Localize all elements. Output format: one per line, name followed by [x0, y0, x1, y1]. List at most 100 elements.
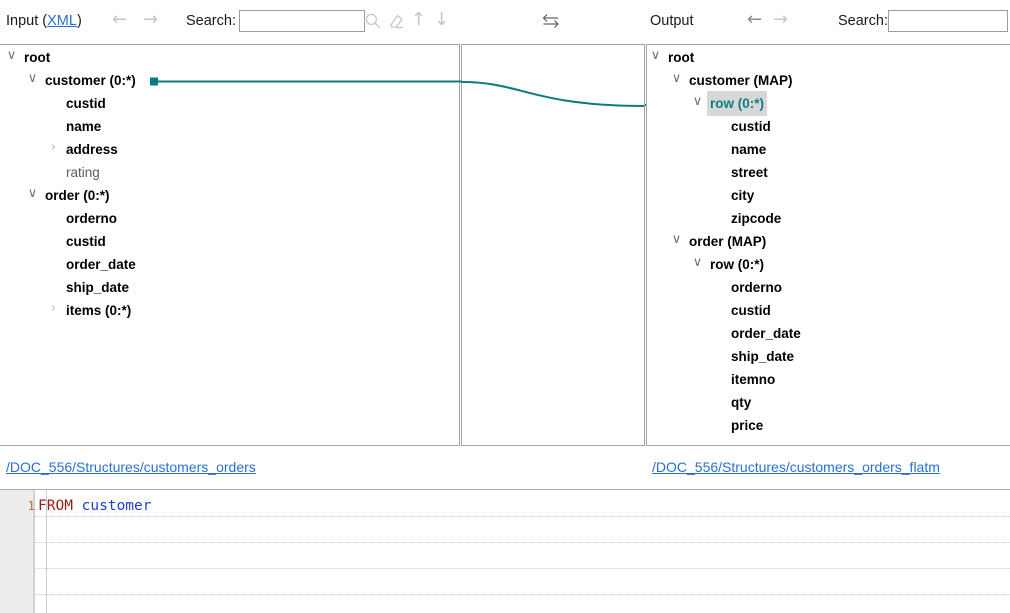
tree-node-label[interactable]: itemno	[731, 372, 776, 387]
tree-node-label[interactable]: street	[731, 165, 768, 180]
input-document-path-link[interactable]: /DOC_556/Structures/customers_orders	[6, 459, 256, 475]
output-panel-title: Output	[650, 13, 694, 29]
output-document-path-link[interactable]: /DOC_556/Structures/customers_orders_fla…	[652, 459, 940, 475]
tree-node-label[interactable]: zipcode	[731, 211, 782, 226]
tree-node[interactable]: name	[647, 137, 1010, 160]
tree-node[interactable]: itemno	[647, 367, 1010, 390]
tree-node[interactable]: ∨ customer (MAP)	[647, 68, 1010, 91]
input-search-prev-button[interactable]: ↑	[411, 9, 427, 30]
input-search-next-button[interactable]: ↓	[434, 9, 450, 30]
editor-text-area[interactable]: 1 FROM customer	[27, 490, 1010, 613]
tree-node[interactable]: ∨ root	[647, 45, 1010, 68]
chevron-down-icon[interactable]: ∨	[27, 71, 38, 86]
mapping-connector-svg	[462, 81, 645, 107]
editor-code-line: FROM customer	[38, 498, 152, 514]
tree-node[interactable]: rating	[0, 160, 459, 183]
tree-node[interactable]: zipcode	[647, 206, 1010, 229]
input-search-input[interactable]	[239, 10, 365, 32]
tree-node[interactable]: custid	[647, 298, 1010, 321]
chevron-down-icon[interactable]: ∨	[650, 48, 661, 63]
tree-node[interactable]: custid	[0, 91, 459, 114]
tree-node-label[interactable]: ship_date	[66, 280, 130, 295]
tree-node[interactable]: street	[647, 160, 1010, 183]
tree-node[interactable]: city	[647, 183, 1010, 206]
tree-node-label[interactable]: order_date	[731, 326, 801, 341]
editor-line-number: 1	[27, 498, 35, 513]
tree-node[interactable]: › address	[0, 137, 459, 160]
input-format-link[interactable]: XML	[47, 13, 77, 29]
output-search-input[interactable]	[888, 10, 1008, 32]
code-space	[73, 498, 82, 514]
tree-node-label[interactable]: order_date	[66, 257, 136, 272]
input-back-button[interactable]: ←	[112, 9, 128, 30]
editor-guide-line	[35, 542, 1010, 543]
tree-node[interactable]: ∨ order (0:*)	[0, 183, 459, 206]
tree-node-label[interactable]: custid	[66, 234, 106, 249]
tree-node[interactable]: orderno	[0, 206, 459, 229]
input-label-text: Input (	[6, 13, 48, 29]
tree-node[interactable]: order_date	[647, 321, 1010, 344]
chevron-right-icon[interactable]: ›	[50, 140, 57, 155]
mapping-canvas-panel[interactable]	[461, 44, 645, 446]
tree-node[interactable]: ∨ row (0:*)	[647, 252, 1010, 275]
output-forward-button[interactable]: →	[773, 9, 789, 30]
tree-node-label[interactable]: orderno	[731, 280, 783, 295]
tree-node-label[interactable]: root	[24, 50, 51, 65]
tree-node-label[interactable]: price	[731, 418, 764, 433]
tree-node-label[interactable]: customer (0:*)	[45, 73, 136, 88]
output-back-button[interactable]: ←	[747, 9, 763, 30]
tree-node-label[interactable]: rating	[66, 165, 100, 180]
chevron-down-icon[interactable]: ∨	[27, 186, 38, 201]
tree-node-label[interactable]: name	[66, 119, 102, 134]
input-panel-title: Input (XML)	[6, 13, 82, 29]
tree-node[interactable]: order_date	[0, 252, 459, 275]
editor-gutter	[0, 490, 34, 613]
tree-node-label[interactable]: custid	[66, 96, 106, 111]
tree-node-label[interactable]: name	[731, 142, 767, 157]
tree-node-label[interactable]: city	[731, 188, 755, 203]
output-schema-panel[interactable]: ∨ root ∨ customer (MAP) ∨ row (0:*) custid name…	[646, 44, 1010, 446]
query-code-editor[interactable]: 1 FROM customer	[0, 490, 1010, 613]
tree-node-label[interactable]: address	[66, 142, 118, 157]
toolbar: Input (XML) ← → Search: ↑ ↓ Output ←	[0, 0, 1010, 44]
input-search-go-icon[interactable]	[364, 12, 382, 30]
tree-node-label[interactable]: row (0:*)	[710, 257, 764, 272]
mapping-connector-curve[interactable]	[462, 81, 645, 107]
tree-node-label[interactable]: customer (MAP)	[689, 73, 793, 88]
input-forward-button[interactable]: →	[143, 9, 159, 30]
tree-node[interactable]: ship_date	[647, 344, 1010, 367]
tree-node[interactable]: ∨ root	[0, 45, 459, 68]
tree-node-label[interactable]: items (0:*)	[66, 303, 132, 318]
tree-node[interactable]: qty	[647, 390, 1010, 413]
tree-node[interactable]: ∨ customer (0:*)	[0, 68, 459, 91]
tree-node-label[interactable]: ship_date	[731, 349, 795, 364]
swap-sides-icon[interactable]	[540, 10, 562, 37]
chevron-down-icon[interactable]: ∨	[6, 48, 17, 63]
chevron-right-icon[interactable]: ›	[50, 301, 57, 316]
chevron-down-icon[interactable]: ∨	[671, 71, 682, 86]
tree-node[interactable]: › items (0:*)	[0, 298, 459, 321]
input-search-clear-icon[interactable]	[387, 12, 405, 30]
chevron-down-icon[interactable]: ∨	[692, 255, 703, 270]
input-schema-panel[interactable]: ∨ root ∨ customer (0:*) custid name › address ra…	[0, 44, 460, 446]
output-search-label: Search:	[838, 13, 888, 29]
tree-node[interactable]: name	[0, 114, 459, 137]
tree-node[interactable]: price	[647, 413, 1010, 436]
chevron-down-icon[interactable]: ∨	[692, 94, 703, 109]
tree-node[interactable]: ∨ row (0:*)	[647, 91, 1010, 116]
tree-node[interactable]: ∨ order (MAP)	[647, 229, 1010, 252]
tree-node[interactable]: custid	[0, 229, 459, 252]
tree-node-label[interactable]: custid	[731, 303, 771, 318]
tree-node-label[interactable]: qty	[731, 395, 752, 410]
tree-node-label[interactable]: custid	[731, 119, 771, 134]
tree-node[interactable]: custid	[647, 114, 1010, 137]
tree-node[interactable]: ship_date	[0, 275, 459, 298]
tree-node-label[interactable]: root	[668, 50, 695, 65]
tree-node[interactable]: orderno	[647, 275, 1010, 298]
tree-node-label[interactable]: row (0:*)	[707, 91, 767, 116]
editor-guide-line	[35, 568, 1010, 569]
tree-node-label[interactable]: order (MAP)	[689, 234, 767, 249]
chevron-down-icon[interactable]: ∨	[671, 232, 682, 247]
tree-node-label[interactable]: order (0:*)	[45, 188, 110, 203]
tree-node-label[interactable]: orderno	[66, 211, 118, 226]
